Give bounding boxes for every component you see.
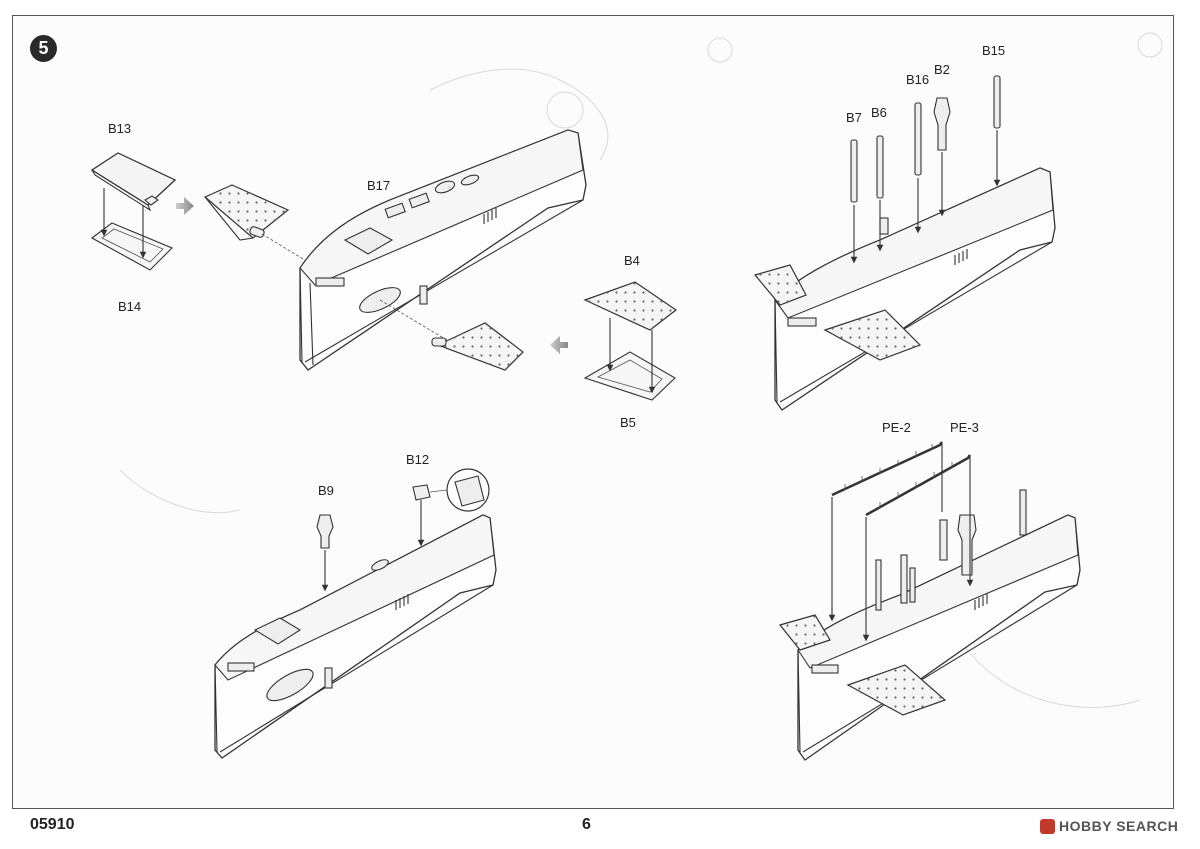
hull-bottom-right: PE-2 PE-3 [778,420,1081,761]
watermark: HOBBY SEARCH [1040,818,1178,834]
subassembly-b13-b14: B13 B14 [90,121,319,314]
label-b9: B9 [318,483,334,498]
label-b12: B12 [406,452,429,467]
label-b16: B16 [906,72,929,87]
hull-top-right: B7 B6 B16 B2 B15 [753,43,1056,411]
part-b9 [316,514,334,549]
label-b4: B4 [624,253,640,268]
part-b2 [933,97,951,151]
hull-bottom-left: B9 B12 [214,452,497,759]
part-b12 [412,484,431,501]
label-b14: B14 [118,299,141,314]
label-b6: B6 [871,105,887,120]
label-b5: B5 [620,415,636,430]
part-b14 [90,222,173,271]
label-b17: B17 [367,178,390,193]
label-b15: B15 [982,43,1005,58]
part-b7 [850,139,858,203]
label-b7: B7 [846,110,862,125]
page-number: 6 [582,816,591,833]
subassembly-b4-b5: B4 B5 [431,253,678,430]
part-b15 [993,75,1001,129]
label-b13: B13 [108,121,131,136]
reverse-page-ghost [119,32,1163,708]
step-number-badge: 5 [30,35,57,62]
direction-arrow [176,197,194,215]
label-pe3: PE-3 [950,420,979,435]
part-b5 [583,351,676,401]
part-pe2 [831,441,944,497]
part-b6 [876,135,884,199]
hull-top-center: B17 [299,129,587,371]
watermark-logo-icon [1040,818,1055,834]
product-code: 05910 [30,816,75,833]
direction-arrow-2 [550,336,568,354]
label-pe2: PE-2 [882,420,911,435]
watermark-text: HOBBY SEARCH [1059,818,1179,834]
part-b16 [914,102,922,176]
instruction-sheet [12,15,1174,809]
label-b2: B2 [934,62,950,77]
part-pe3 [865,454,972,517]
